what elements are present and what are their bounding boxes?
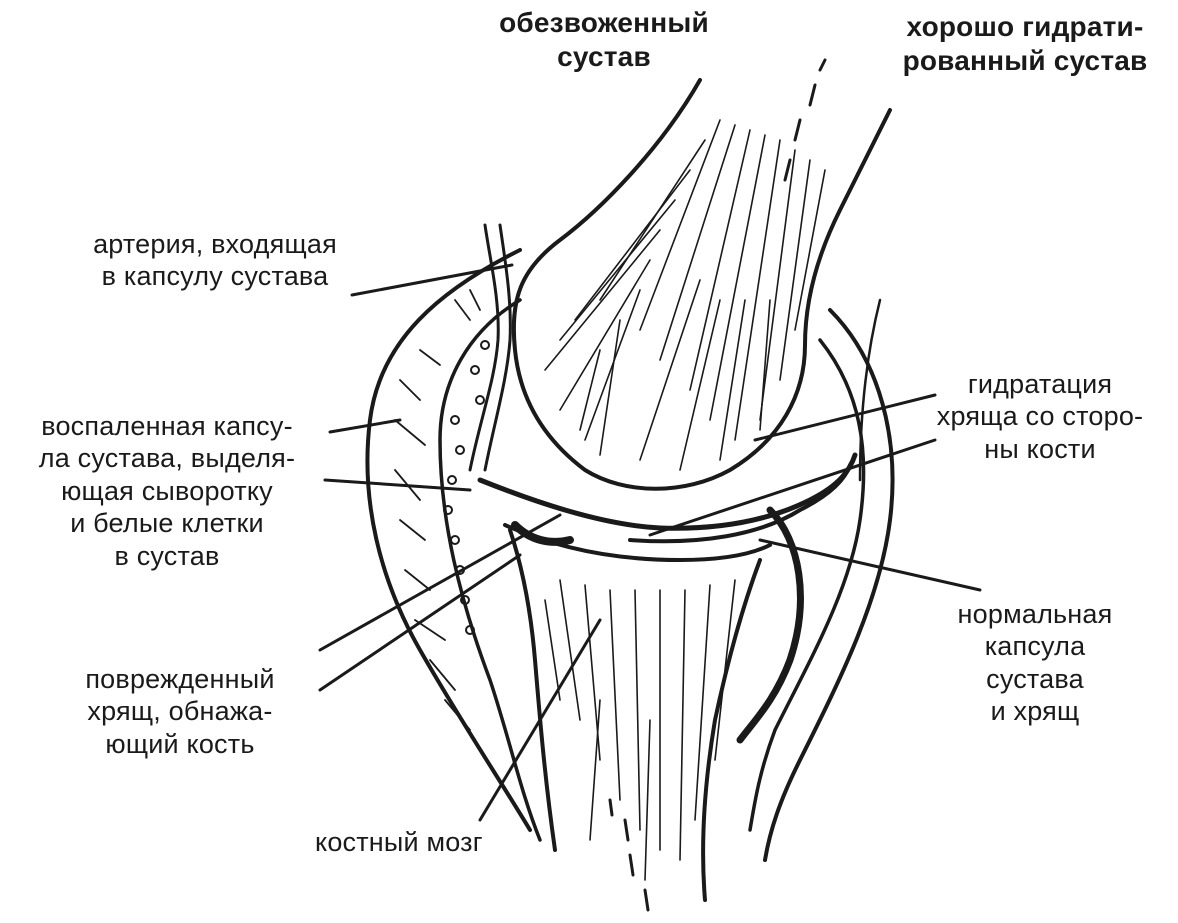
label-artery: артерия, входящая в капсулу сустава [55,228,375,293]
label-inflamed-capsule: воспаленная капсу- ла сустава, выделя- ю… [2,410,332,572]
upper-marrow-dashes [785,60,825,180]
lower-marrow-dashes [610,800,648,910]
label-damaged-cartilage: поврежденный хрящ, обнажа- ющий кость [45,663,315,760]
normal-capsule-outer [765,310,893,860]
leader-marrow [480,620,600,820]
label-hydrated-joint: хорошо гидрати- рованный сустав [875,10,1175,77]
label-normal-capsule: нормальная капсула сустава и хрящ [925,598,1145,728]
label-dehydrated-joint: обезвоженный сустав [478,6,730,73]
leader-damaged-2 [320,555,520,690]
damaged-region [515,525,570,542]
label-bone-marrow: костный мозг [315,826,545,858]
leader-artery [352,265,512,295]
inflamed-capsule-texture [395,290,480,730]
cartilage-upper [480,455,855,528]
leader-inflamed [330,420,400,432]
label-hydration: гидратация хряща со сторо- ны кости [905,368,1175,465]
lower-bone-texture [545,580,735,880]
upper-bone-outline [514,80,890,489]
leader-normal [760,540,980,590]
lower-bone-left [510,530,555,850]
normal-capsule-inner [750,340,864,830]
